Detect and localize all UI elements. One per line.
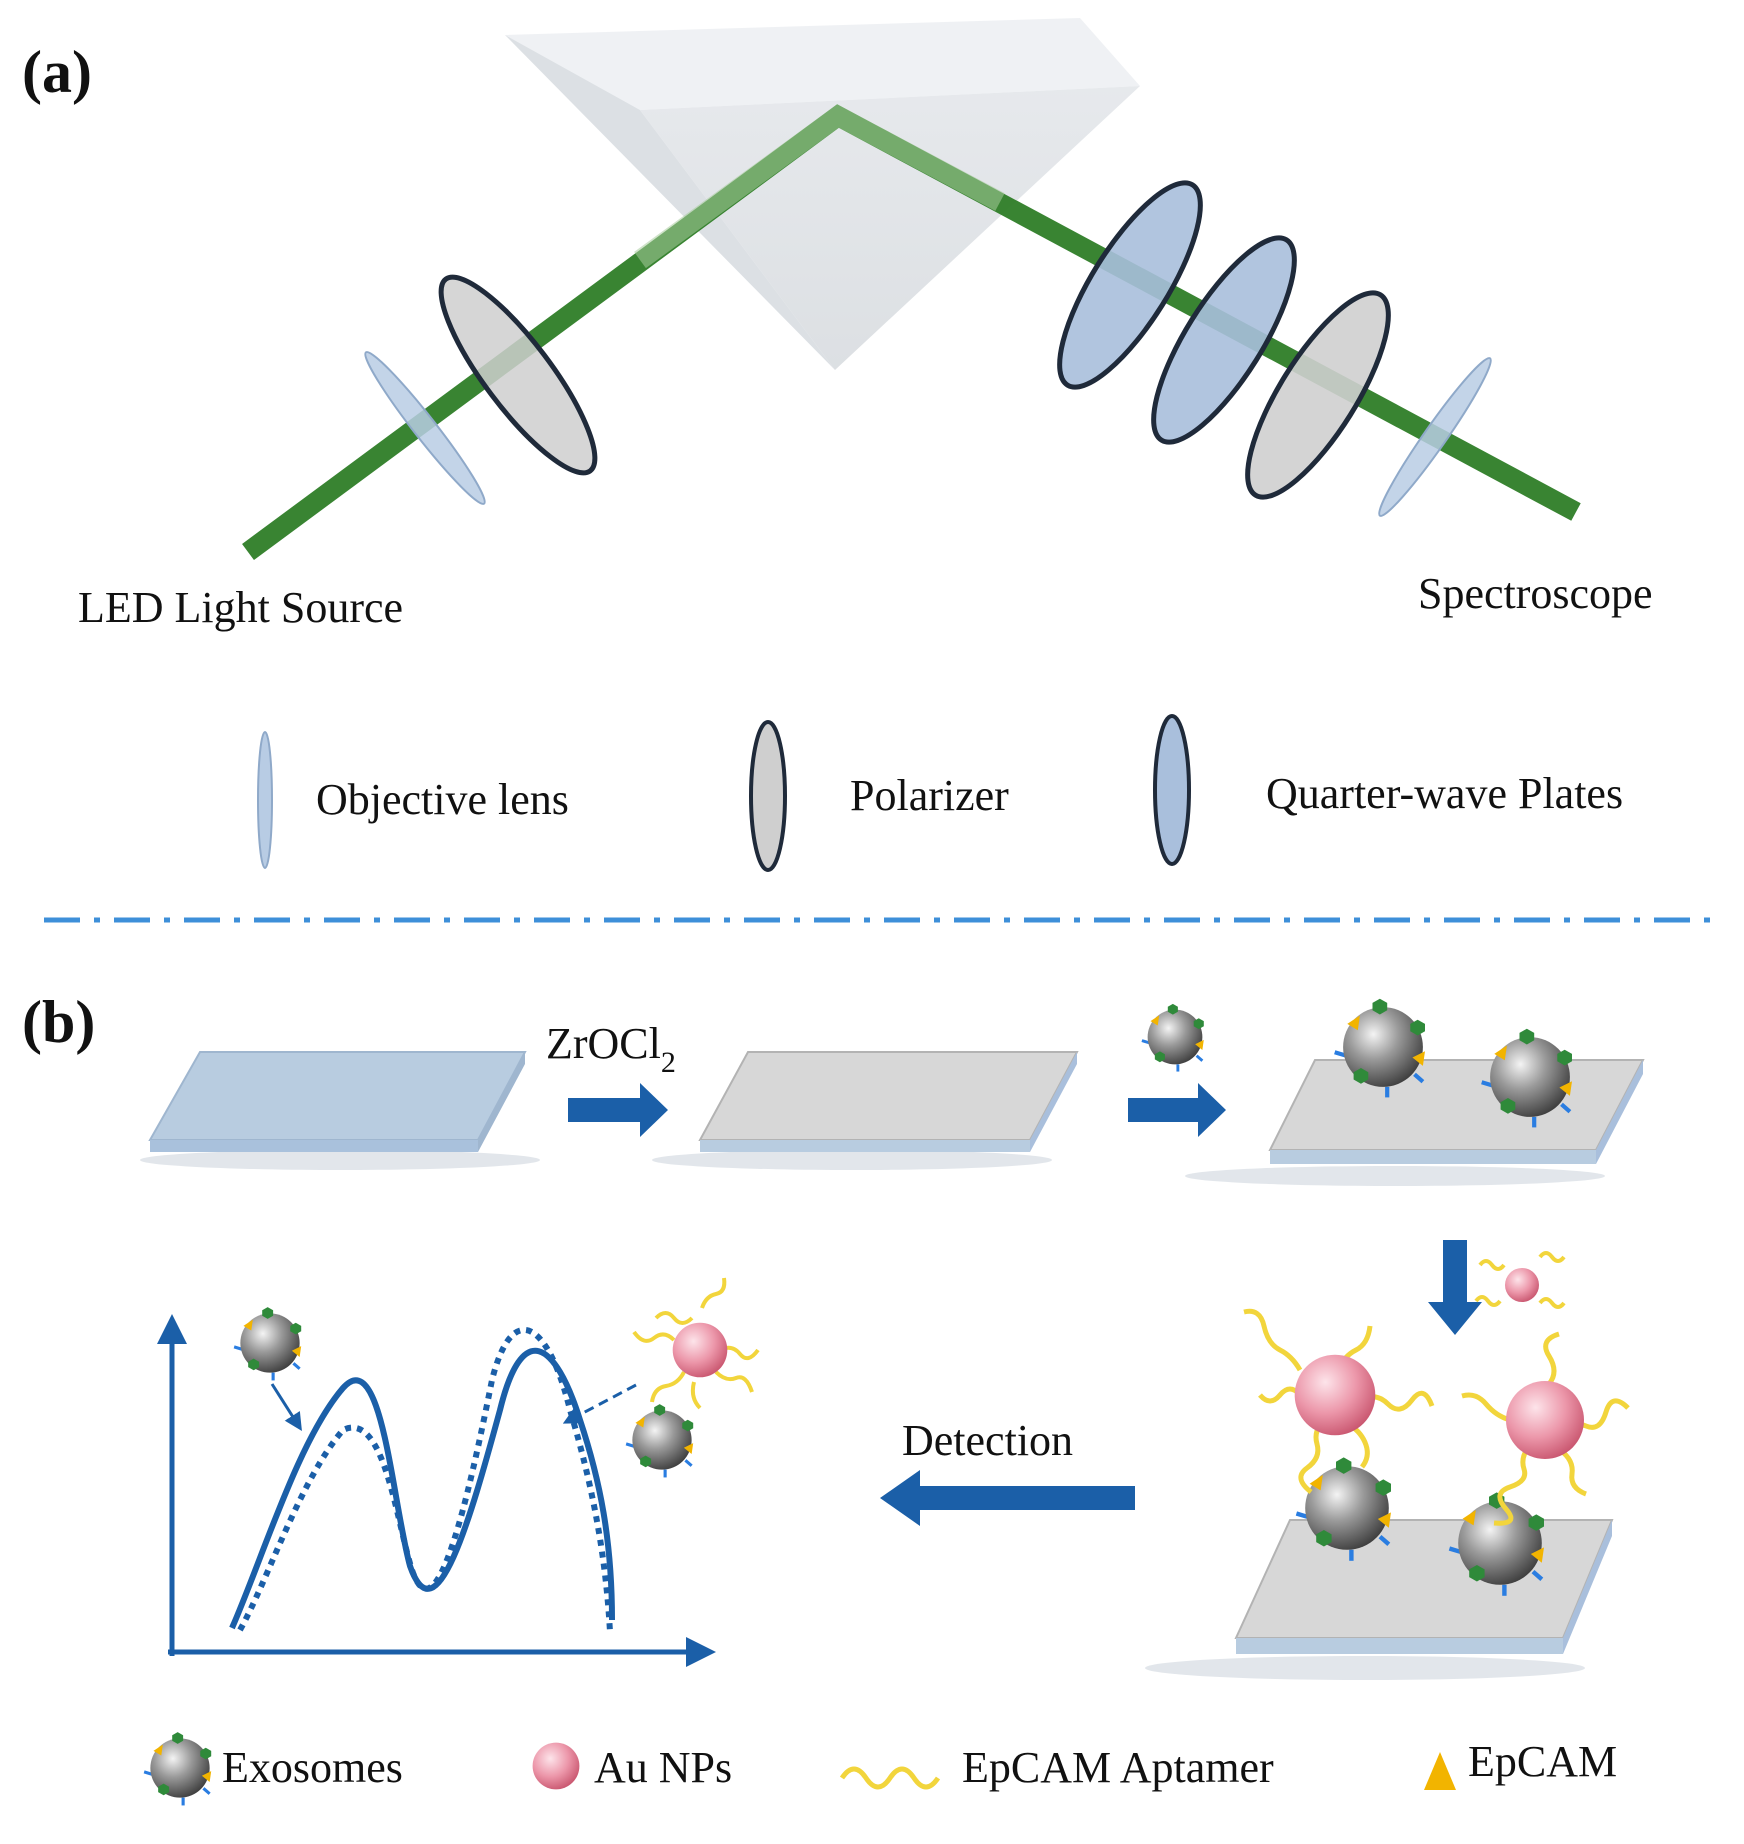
quarter-wave-plate-icon [1153, 714, 1191, 866]
panel-b-label: (b) [22, 989, 95, 1055]
spectrum-curve-before [229, 1347, 615, 1630]
coated-substrate [652, 1051, 1079, 1170]
legend-exosomes: Exosomes [222, 1743, 403, 1792]
step-arrow-1 [568, 1083, 668, 1137]
objective-lens-icon [257, 731, 273, 869]
legend-quarter-wave-plates: Quarter-wave Plates [1266, 769, 1623, 818]
curve-pointer-solid [270, 1383, 302, 1432]
bare-substrate [140, 1051, 540, 1170]
step-arrow-3 [1428, 1240, 1482, 1335]
au-aptamer-reagent-icon [1474, 1251, 1566, 1309]
step-arrow-2 [1128, 1083, 1226, 1137]
curve-pointer-dashed [562, 1383, 637, 1424]
exosome-reagent-icon [1140, 1002, 1206, 1074]
prism [505, 18, 1140, 370]
detector-label: Spectroscope [1418, 569, 1653, 618]
quarter-wave-plate-2 [1151, 235, 1297, 445]
exosome-icon [142, 1730, 213, 1807]
au-labeled-substrate [1145, 1308, 1630, 1680]
aptamer-icon [839, 1766, 941, 1790]
source-label: LED Light Source [78, 583, 403, 632]
exosome-plot-icon [232, 1305, 303, 1382]
epcam-icon [1424, 1752, 1456, 1790]
quarter-wave-plate-1 [1057, 180, 1203, 390]
polarizer-left [438, 274, 598, 476]
exosome-captured-substrate [1185, 999, 1645, 1186]
labeled-exosome-plot-icon [624, 1277, 760, 1479]
legend-epcam-aptamer: EpCAM Aptamer [962, 1743, 1274, 1792]
legend-epcam: EpCAM [1468, 1737, 1617, 1786]
spectrum-curve-after [237, 1327, 613, 1633]
detection-label: Detection [902, 1416, 1073, 1465]
detection-arrow [880, 1470, 1135, 1526]
reagent-label: ZrOCl2 [546, 1019, 676, 1079]
au-nanoparticle-icon [532, 1742, 580, 1790]
panel-a-label: (a) [22, 39, 92, 105]
polarizer-right [1245, 290, 1391, 500]
objective-lens-right [1378, 357, 1492, 517]
legend-polarizer: Polarizer [850, 771, 1009, 820]
legend-au-nps: Au NPs [594, 1743, 732, 1792]
spectrum-plot [157, 1277, 760, 1667]
legend-objective-lens: Objective lens [316, 775, 569, 824]
objective-lens-left [364, 351, 486, 505]
polarizer-icon [749, 720, 787, 872]
